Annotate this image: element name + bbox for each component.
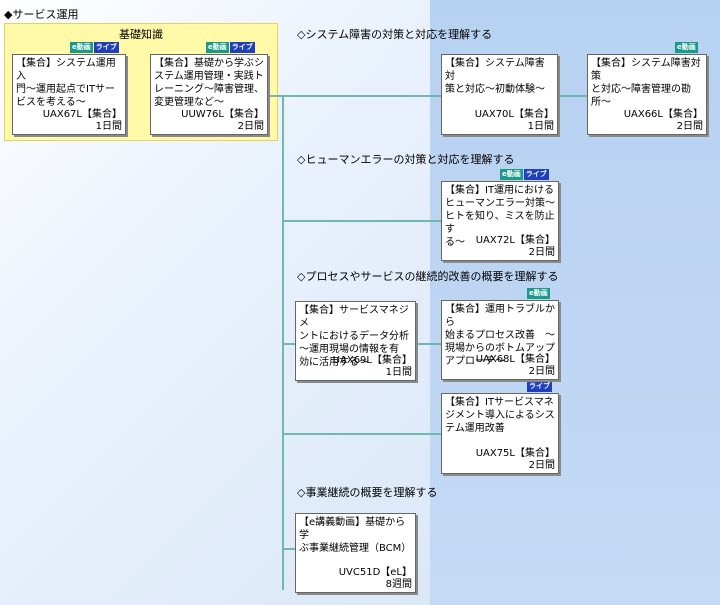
live-badge: ライブ (93, 42, 119, 53)
course-code: UUW76L【集合】 (181, 109, 264, 120)
course-code: UAX75L【集合】 (475, 448, 555, 459)
course-card-uax72l[interactable]: 【集合】IT運用における ヒューマンエラー対策～ ヒトを知り、ミスを防止す る～… (441, 181, 559, 261)
badges-course-5: e動画 ライブ (500, 169, 549, 180)
course-duration: 2日間 (237, 121, 264, 132)
section-title-bcm: ◇事業継続の概要を理解する (297, 486, 438, 499)
live-badge: ライブ (527, 381, 552, 392)
course-card-uax67l[interactable]: 【集合】システム運用入 門～運用起点でITサー ビスを考える～ UAX67L【集… (12, 54, 126, 135)
branch-line-process-right (418, 343, 442, 345)
course-card-uax69l[interactable]: 【集合】サービスマネジメ ントにおけるデータ分析 ～運用現場の情報を有 効に活用… (295, 301, 416, 381)
course-card-uax70l[interactable]: 【集合】システム障害対 策と対応～初動体験～ UAX70L【集合】 1日間 (441, 54, 558, 135)
course-code: UVC51D【eL】 (338, 567, 412, 578)
section-title-incident: ◇システム障害の対策と対応を理解する (297, 28, 493, 41)
basics-title: 基礎知識 (119, 28, 163, 41)
live-badge: ライブ (229, 42, 255, 53)
badges-course-4: e動画 (675, 42, 698, 53)
section-title-human-error: ◇ヒューマンエラーの対策と対応を理解する (297, 153, 515, 166)
course-card-uuw76l[interactable]: 【集合】基礎から学ぶシ ステム運用管理・実践ト レーニング～障害管理、 変更管理… (150, 54, 268, 135)
badges-course-1: e動画 ライブ (70, 42, 119, 53)
elearning-badge: e動画 (675, 42, 698, 53)
course-duration: 2日間 (528, 247, 555, 258)
course-duration: 1日間 (527, 121, 554, 132)
course-duration: 2日間 (528, 366, 555, 377)
branch-line-basics (270, 95, 284, 97)
badges-course-7: e動画 (527, 288, 550, 299)
course-title: 【集合】IT運用における ヒューマンエラー対策～ ヒトを知り、ミスを防止す る～ (445, 185, 555, 248)
branch-line-bcm (282, 548, 296, 550)
page-title: ◆サービス運用 (4, 8, 79, 21)
branch-line-itsm (282, 433, 442, 435)
branch-line-incident-advanced (558, 95, 588, 97)
course-code: UAX69L【集合】 (332, 355, 412, 366)
course-code: UAX67L【集合】 (42, 109, 122, 120)
course-code: UAX72L【集合】 (475, 235, 555, 246)
course-title: 【集合】システム障害対 策と対応～初動体験～ (445, 58, 545, 95)
branch-line-human-error (282, 220, 442, 222)
badges-course-2: e動画 ライブ (206, 42, 255, 53)
course-title: 【集合】基礎から学ぶシ ステム運用管理・実践ト レーニング～障害管理、 変更管理… (154, 58, 264, 108)
elearning-badge: e動画 (527, 288, 550, 299)
elearning-badge: e動画 (500, 169, 523, 180)
branch-line-incident (282, 95, 442, 97)
course-duration: 2日間 (676, 121, 703, 132)
course-code: UAX66L【集合】 (623, 109, 703, 120)
course-duration: 1日間 (385, 367, 412, 378)
course-title: 【集合】システム運用入 門～運用起点でITサー ビスを考える～ (16, 58, 116, 108)
live-badge: ライブ (523, 169, 549, 180)
course-card-uax68l[interactable]: 【集合】運用トラブルから 始まるプロセス改善 ～ 現場からのボトムアップ アプロ… (441, 300, 559, 380)
course-duration: 8週間 (385, 579, 412, 590)
course-duration: 1日間 (95, 121, 122, 132)
branch-line-process (282, 343, 296, 345)
course-code: UAX70L【集合】 (474, 109, 554, 120)
course-title: 【集合】運用トラブルから 始まるプロセス改善 ～ 現場からのボトムアップ アプロ… (445, 304, 555, 367)
elearning-badge: e動画 (206, 42, 229, 53)
section-title-process: ◇プロセスやサービスの継続的改善の概要を理解する (297, 270, 559, 283)
badges-course-8: ライブ (527, 381, 552, 392)
course-card-uvc51d[interactable]: 【e講義動画】基礎から学 ぶ事業継続管理（BCM） UVC51D【eL】 8週間 (295, 513, 416, 593)
course-card-uax66l[interactable]: 【集合】システム障害対策 と対応～障害管理の勘 所～ UAX66L【集合】 2日… (587, 54, 707, 135)
trunk-line (282, 95, 284, 590)
course-code: UAX68L【集合】 (475, 354, 555, 365)
course-title: 【集合】ITサービスマネ ジメント導入によるシス テム運用改善 (445, 397, 555, 434)
course-title: 【集合】システム障害対策 と対応～障害管理の勘 所～ (591, 58, 701, 108)
course-title: 【e講義動画】基礎から学 ぶ事業継続管理（BCM） (299, 517, 412, 554)
course-card-uax75l[interactable]: 【集合】ITサービスマネ ジメント導入によるシス テム運用改善 UAX75L【集… (441, 393, 559, 474)
course-duration: 2日間 (528, 460, 555, 471)
elearning-badge: e動画 (70, 42, 93, 53)
course-title: 【集合】サービスマネジメ ントにおけるデータ分析 ～運用現場の情報を有 効に活用… (299, 305, 409, 368)
